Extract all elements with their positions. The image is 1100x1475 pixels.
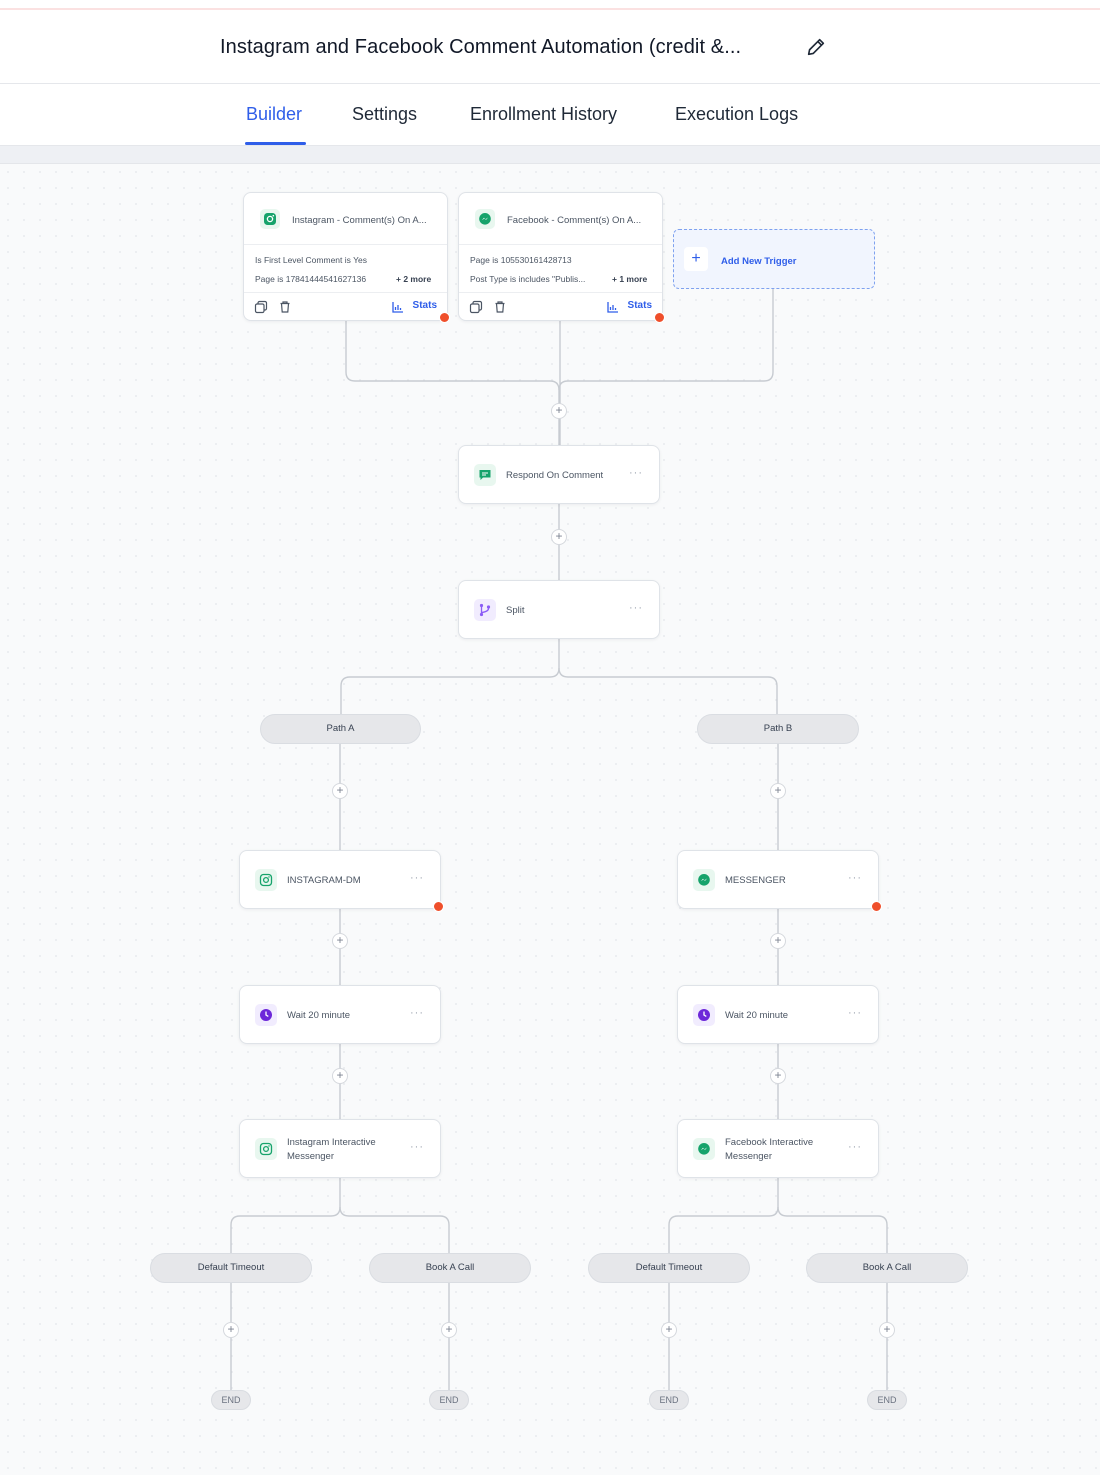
- workflow-header: Instagram and Facebook Comment Automatio…: [0, 10, 1100, 84]
- add-step-button[interactable]: +: [770, 933, 786, 949]
- trigger-card-footer: Stats: [244, 292, 447, 320]
- action-messenger[interactable]: MESSENGER ···: [677, 850, 879, 909]
- bar-chart-icon[interactable]: [391, 300, 405, 314]
- tab-builder[interactable]: Builder: [246, 104, 303, 124]
- tab-settings[interactable]: Settings: [352, 104, 418, 124]
- messenger-icon: [693, 869, 715, 891]
- action-facebook-interactive-messenger[interactable]: Facebook Interactive Messenger ···: [677, 1119, 879, 1178]
- action-wait[interactable]: Wait 20 minute ···: [677, 985, 879, 1044]
- tab-execution-logs[interactable]: Execution Logs: [675, 104, 799, 124]
- trigger-card-footer: Stats: [459, 292, 662, 320]
- end-node: END: [649, 1390, 689, 1410]
- tab-bar: Builder Settings Enrollment History Exec…: [0, 84, 1100, 146]
- action-label: Instagram Interactive Messenger: [287, 1137, 376, 1162]
- trigger-condition: Post Type is includes "Publis...: [470, 274, 586, 284]
- add-step-button[interactable]: +: [770, 1068, 786, 1084]
- error-indicator: [439, 312, 450, 323]
- error-indicator: [433, 901, 444, 912]
- add-step-button[interactable]: +: [332, 783, 348, 799]
- more-options-icon[interactable]: ···: [410, 1141, 424, 1153]
- end-node: END: [867, 1390, 907, 1410]
- add-step-button[interactable]: +: [661, 1322, 677, 1338]
- clock-icon: [693, 1004, 715, 1026]
- add-new-trigger-button[interactable]: + Add New Trigger: [673, 229, 875, 289]
- action-label: Respond On Comment: [506, 470, 604, 481]
- trigger-card-header: Facebook - Comment(s) On A...: [459, 193, 662, 245]
- plus-icon: +: [684, 247, 708, 271]
- trash-icon[interactable]: [493, 300, 507, 314]
- add-trigger-label: Add New Trigger: [721, 256, 797, 267]
- error-indicator: [871, 901, 882, 912]
- action-label: Wait 20 minute: [725, 1010, 789, 1021]
- more-options-icon[interactable]: ···: [629, 602, 643, 614]
- copy-icon[interactable]: [469, 300, 483, 314]
- copy-icon[interactable]: [254, 300, 268, 314]
- more-options-icon[interactable]: ···: [848, 872, 862, 884]
- instagram-icon: [255, 1138, 277, 1160]
- toolbar-spacer: [0, 146, 1100, 164]
- instagram-icon: [260, 209, 280, 229]
- branch-book-a-call[interactable]: Book A Call: [369, 1253, 531, 1283]
- more-options-icon[interactable]: ···: [848, 1007, 862, 1019]
- stats-link[interactable]: Stats: [627, 300, 652, 311]
- more-options-icon[interactable]: ···: [848, 1141, 862, 1153]
- action-label: Split: [506, 605, 525, 616]
- workflow-title: Instagram and Facebook Comment Automatio…: [220, 36, 742, 58]
- messenger-icon: [693, 1138, 715, 1160]
- bar-chart-icon[interactable]: [606, 300, 620, 314]
- trash-icon[interactable]: [278, 300, 292, 314]
- action-wait[interactable]: Wait 20 minute ···: [239, 985, 441, 1044]
- path-a-pill[interactable]: Path A: [260, 714, 421, 744]
- action-label: Wait 20 minute: [287, 1010, 351, 1021]
- comment-icon: [474, 464, 496, 486]
- messenger-icon: [475, 209, 495, 229]
- trigger-condition: Page is 105530161428713: [470, 255, 572, 265]
- add-step-button[interactable]: +: [332, 1068, 348, 1084]
- add-step-button[interactable]: +: [770, 783, 786, 799]
- branch-book-a-call[interactable]: Book A Call: [806, 1253, 968, 1283]
- action-instagram-dm[interactable]: INSTAGRAM-DM ···: [239, 850, 441, 909]
- action-label: MESSENGER: [725, 875, 786, 886]
- add-step-button[interactable]: +: [551, 529, 567, 545]
- action-instagram-interactive-messenger[interactable]: Instagram Interactive Messenger ···: [239, 1119, 441, 1178]
- trigger-card-instagram[interactable]: Instagram - Comment(s) On A... Is First …: [243, 192, 448, 321]
- trigger-card-header: Instagram - Comment(s) On A...: [244, 193, 447, 245]
- more-options-icon[interactable]: ···: [410, 872, 424, 884]
- split-branch-icon: [474, 599, 496, 621]
- add-step-button[interactable]: +: [332, 933, 348, 949]
- edit-pencil-icon[interactable]: [805, 36, 827, 58]
- branch-default-timeout[interactable]: Default Timeout: [150, 1253, 312, 1283]
- stats-link[interactable]: Stats: [412, 300, 437, 311]
- active-tab-indicator: [245, 142, 306, 145]
- more-options-icon[interactable]: ···: [410, 1007, 424, 1019]
- trigger-condition: Is First Level Comment is Yes: [255, 255, 367, 265]
- trigger-card-facebook[interactable]: Facebook - Comment(s) On A... Page is 10…: [458, 192, 663, 321]
- clock-icon: [255, 1004, 277, 1026]
- error-indicator: [654, 312, 665, 323]
- branch-default-timeout[interactable]: Default Timeout: [588, 1253, 750, 1283]
- add-step-button[interactable]: +: [879, 1322, 895, 1338]
- add-step-button[interactable]: +: [441, 1322, 457, 1338]
- add-step-button[interactable]: +: [223, 1322, 239, 1338]
- end-node: END: [429, 1390, 469, 1410]
- end-node: END: [211, 1390, 251, 1410]
- trigger-title: Instagram - Comment(s) On A...: [292, 215, 427, 226]
- action-label: INSTAGRAM-DM: [287, 875, 361, 886]
- action-split[interactable]: Split ···: [458, 580, 660, 639]
- add-step-button[interactable]: +: [551, 403, 567, 419]
- trigger-condition: Page is 17841444541627136: [255, 274, 367, 284]
- more-conditions-link[interactable]: + 2 more: [396, 274, 432, 284]
- action-respond-on-comment[interactable]: Respond On Comment ···: [458, 445, 660, 504]
- tab-enrollment-history[interactable]: Enrollment History: [470, 104, 618, 124]
- action-label: Facebook Interactive Messenger: [725, 1137, 814, 1162]
- path-b-pill[interactable]: Path B: [697, 714, 859, 744]
- trigger-title: Facebook - Comment(s) On A...: [507, 215, 642, 226]
- more-options-icon[interactable]: ···: [629, 467, 643, 479]
- top-accent-bar: [0, 0, 1100, 10]
- more-conditions-link[interactable]: + 1 more: [612, 274, 648, 284]
- instagram-icon: [255, 869, 277, 891]
